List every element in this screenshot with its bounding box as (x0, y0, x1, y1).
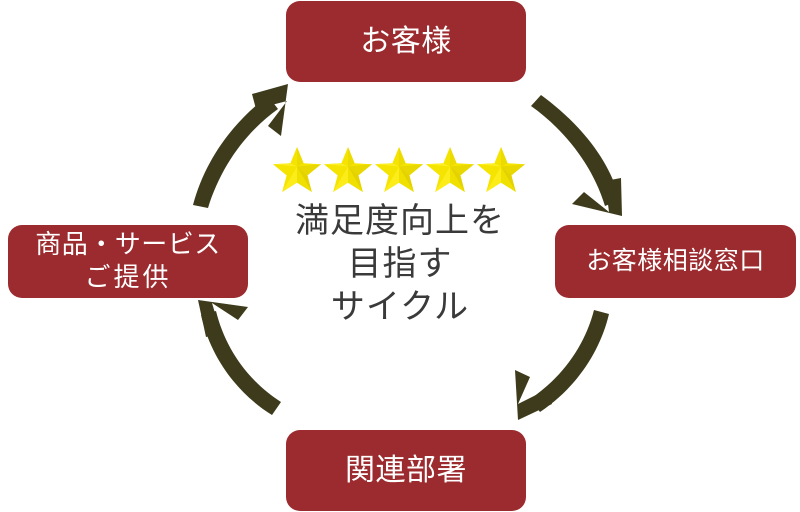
node-customer-label: お客様 (360, 24, 452, 58)
node-customer-desk[interactable]: お客様相談窓口 (555, 225, 796, 298)
node-customer-desk-label: お客様相談窓口 (586, 247, 765, 275)
center-caption-line-1: 満足度向上を (295, 203, 505, 240)
star-icon-1 (272, 147, 321, 192)
star-icon-5 (476, 147, 525, 192)
center-caption-line-2: 目指す (347, 245, 453, 283)
center-caption-line-3: サイクル (330, 288, 470, 326)
star-icon-4 (425, 147, 474, 192)
node-related-department-label: 関連部署 (345, 453, 467, 487)
five-star-rating (272, 147, 525, 192)
node-related-department[interactable]: 関連部署 (286, 430, 526, 511)
node-provide-label: 商品・サービス ご提供 (8, 229, 248, 294)
arrow-customer-to-desk (531, 95, 622, 216)
center-caption: 満足度向上を 目指す サイクル (265, 201, 535, 329)
star-icon-2 (323, 147, 372, 192)
node-provide-line2: ご提供 (84, 262, 172, 292)
node-product-service-provision[interactable]: 商品・サービス ご提供 (8, 225, 248, 298)
node-customer[interactable]: お客様 (286, 1, 526, 82)
star-icon-3 (374, 147, 423, 192)
node-provide-line1: 商品・サービス (35, 230, 221, 259)
center-cluster: 満足度向上を 目指す サイクル (265, 145, 535, 329)
